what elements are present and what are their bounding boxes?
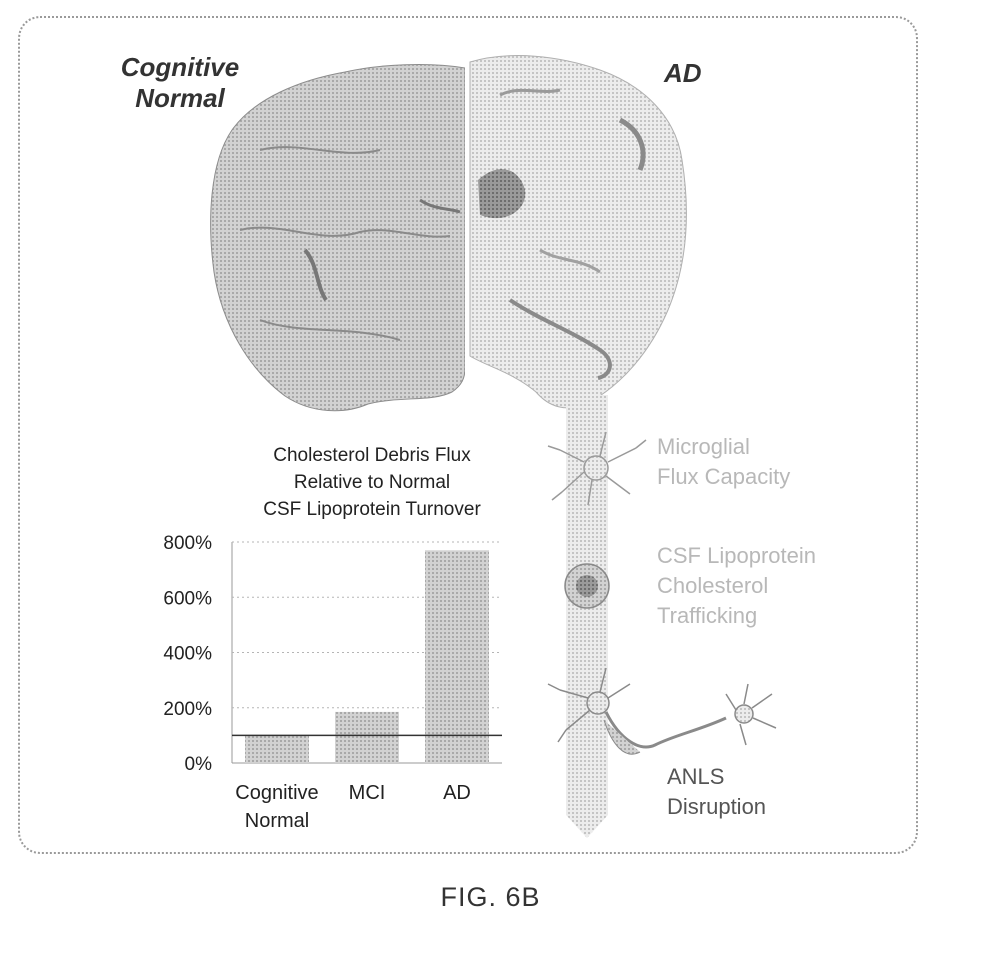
pathway-step-anls: ANLS Disruption [667, 762, 766, 822]
pathway-step-csf-lipoprotein: CSF Lipoprotein Cholesterol Trafficking [657, 541, 816, 631]
x-tick-label: Cognitive [235, 782, 318, 804]
x-tick-label: MCI [349, 782, 386, 804]
brain-right-hemisphere [467, 56, 686, 408]
x-tick-label: Normal [245, 810, 309, 832]
pathway-step-microglial: Microglial Flux Capacity [657, 432, 790, 492]
y-tick-label: 0% [185, 754, 213, 775]
bar [245, 735, 309, 763]
x-tick-label: AD [443, 782, 471, 804]
brain-left-hemisphere [211, 65, 465, 411]
ad-label: AD [664, 58, 702, 89]
y-tick-label: 200% [163, 699, 212, 720]
bar-chart: 0% 200% 400% 600% 800% CognitiveNormal MCI AD [163, 533, 502, 832]
bar [425, 550, 489, 763]
lipoprotein-icon [565, 564, 609, 608]
y-tick-label: 800% [163, 533, 212, 554]
cognitive-normal-label: Cognitive Normal [100, 52, 260, 114]
y-tick-label: 600% [163, 588, 212, 609]
y-tick-label: 400% [163, 644, 212, 665]
bar [335, 712, 399, 763]
chart-title: Cholesterol Debris Flux Relative to Norm… [222, 442, 522, 523]
figure-caption: FIG. 6B [0, 882, 981, 913]
